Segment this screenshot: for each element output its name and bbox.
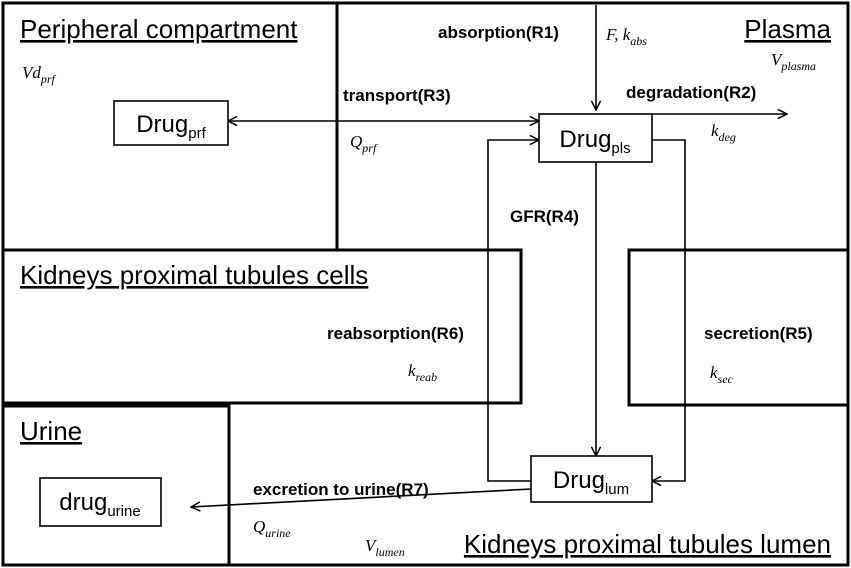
plasma-compartment-title: Plasma	[744, 14, 831, 44]
urine-flow-symbol: Qurine	[253, 517, 291, 540]
drug-peripheral-base: Drug	[136, 111, 188, 138]
reabsorption-rate-base: k	[408, 361, 416, 380]
drug-lumen-label: Druglum	[553, 467, 629, 498]
drug-peripheral-node: Drugprf	[113, 100, 229, 146]
lumen-volume-sub: lumen	[375, 545, 404, 559]
secretion-arrow	[652, 139, 686, 481]
drug-plasma-sub: pls	[611, 140, 630, 157]
reabsorption-label: reabsorption(R6)	[327, 324, 464, 343]
drug-lumen-node: Druglum	[530, 455, 653, 503]
absorption-rate-base: F, k	[605, 25, 631, 44]
drug-peripheral-label: Drugprf	[136, 111, 206, 142]
transport-flow-base: Q	[350, 132, 362, 151]
degradation-rate-sub: deg	[719, 130, 736, 144]
drug-lumen-sub: lum	[605, 481, 629, 498]
drug-urine-sub: urine	[107, 503, 140, 520]
drug-plasma-node: Drugpls	[538, 113, 653, 163]
drug-plasma-base: Drug	[559, 126, 611, 153]
tubule-cells-right-border	[627, 248, 848, 407]
absorption-rate-symbol: F, kabs	[605, 25, 647, 48]
secretion-rate-base: k	[710, 363, 718, 382]
drug-lumen-base: Drug	[553, 467, 605, 494]
lumen-volume-symbol: Vlumen	[365, 536, 405, 559]
secretion-label: secretion(R5)	[704, 324, 813, 343]
drug-plasma-box	[538, 113, 653, 163]
tubule-cells-left-border	[3, 248, 523, 405]
drug-urine-label: drugurine	[59, 489, 140, 520]
gfr-label: GFR(R4)	[510, 207, 579, 226]
tubule-cells-compartment-title: Kidneys proximal tubules cells	[20, 260, 368, 290]
reabsorption-rate-sub: reab	[416, 370, 438, 384]
absorption-label: absorption(R1)	[438, 23, 559, 42]
peripheral-compartment-title: Peripheral compartment	[20, 14, 298, 44]
transport-flow-symbol: Qprf	[350, 132, 378, 155]
excretion-label: excretion to urine(R7)	[253, 480, 429, 499]
drug-urine-node: drugurine	[39, 477, 162, 527]
reabsorption-arrow	[487, 140, 539, 482]
urine-compartment-border	[3, 404, 231, 565]
plasma-volume-sub: plasma	[780, 59, 816, 73]
peripheral-volume-sub: prf	[40, 72, 57, 86]
plasma-volume-symbol: Vplasma	[771, 50, 816, 73]
transport-label: transport(R3)	[343, 86, 451, 105]
peripheral-volume-base: Vd	[22, 63, 41, 82]
degradation-label: degradation(R2)	[626, 83, 756, 102]
secretion-rate-sub: sec	[718, 372, 734, 386]
secretion-rate-symbol: ksec	[710, 363, 734, 386]
drug-urine-base: drug	[59, 489, 107, 516]
reabsorption-rate-symbol: kreab	[408, 361, 437, 384]
absorption-rate-sub: abs	[630, 34, 647, 48]
transport-flow-sub: prf	[361, 141, 378, 155]
drug-urine-box	[39, 477, 162, 527]
plasma-volume-base: V	[771, 50, 784, 69]
excretion-arrow	[191, 488, 532, 507]
degradation-rate-symbol: kdeg	[711, 121, 736, 144]
urine-flow-sub: urine	[265, 526, 291, 540]
drug-peripheral-sub: prf	[188, 125, 206, 142]
urine-flow-base: Q	[253, 517, 265, 536]
urine-compartment-title: Urine	[20, 416, 82, 446]
degradation-rate-base: k	[711, 121, 719, 140]
drug-plasma-label: Drugpls	[559, 126, 630, 157]
drug-peripheral-box	[113, 100, 229, 146]
drug-lumen-box	[530, 455, 653, 503]
lumen-volume-base: V	[365, 536, 378, 555]
tubule-lumen-compartment-title: Kidneys proximal tubules lumen	[464, 529, 831, 559]
peripheral-volume-symbol: Vdprf	[22, 63, 57, 86]
